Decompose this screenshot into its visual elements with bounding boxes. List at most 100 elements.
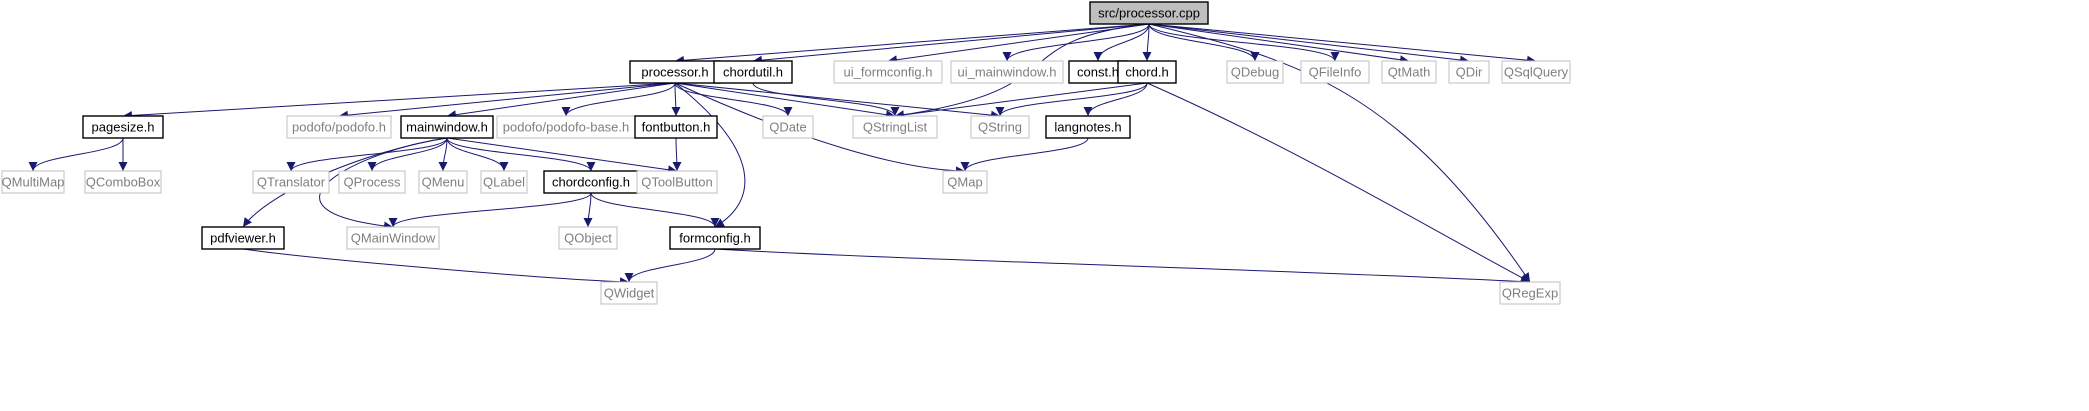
node-box bbox=[1117, 60, 1177, 84]
node-ui_mainwindow_h[interactable]: ui_mainwindow.h bbox=[950, 60, 1064, 84]
node-QWidget[interactable]: QWidget bbox=[600, 281, 658, 305]
node-podofo_base_h[interactable]: podofo/podofo-base.h bbox=[496, 115, 636, 139]
node-label: QToolButton bbox=[641, 175, 713, 190]
node-box bbox=[201, 226, 285, 250]
node-label: processor.h bbox=[641, 65, 708, 80]
edge-processor_h-to-QDate bbox=[674, 82, 793, 117]
node-box bbox=[762, 115, 814, 139]
node-box bbox=[970, 115, 1030, 139]
node-box bbox=[636, 170, 718, 194]
edge-mainwindow_h-to-QMenu bbox=[438, 137, 448, 172]
node-label: QProcess bbox=[343, 175, 401, 190]
edges-layer bbox=[28, 23, 1537, 287]
node-label: ui_formconfig.h bbox=[844, 65, 933, 80]
node-box bbox=[1045, 115, 1131, 139]
node-label: QComboBox bbox=[86, 175, 161, 190]
node-chordutil_h[interactable]: chordutil.h bbox=[713, 60, 793, 84]
edge-mainwindow_h-to-QMainWindow bbox=[319, 137, 448, 231]
node-QLabel[interactable]: QLabel bbox=[480, 170, 528, 194]
node-box bbox=[480, 170, 528, 194]
node-label: chord.h bbox=[1125, 65, 1168, 80]
node-label: pdfviewer.h bbox=[210, 231, 276, 246]
edge-processor_cpp-to-processor_h bbox=[674, 23, 1150, 65]
node-podofo_h[interactable]: podofo/podofo.h bbox=[286, 115, 392, 139]
edge-processor_h-to-podofo_base_h bbox=[561, 82, 676, 117]
node-box bbox=[1499, 281, 1561, 305]
node-label: ui_mainwindow.h bbox=[957, 65, 1056, 80]
edge-pagesize_h-to-QMultiMap bbox=[28, 137, 124, 172]
node-QMenu[interactable]: QMenu bbox=[418, 170, 468, 194]
edge-mainwindow_h-to-QProcess bbox=[367, 137, 448, 172]
edge-processor_cpp-to-ui_formconfig_h bbox=[887, 23, 1150, 65]
node-box bbox=[286, 115, 392, 139]
node-QFileInfo[interactable]: QFileInfo bbox=[1300, 60, 1370, 84]
node-QMainWindow[interactable]: QMainWindow bbox=[346, 226, 440, 250]
node-QDir[interactable]: QDir bbox=[1448, 60, 1490, 84]
edge-chordconfig_h-to-formconfig_h bbox=[590, 192, 720, 228]
node-QProcess[interactable]: QProcess bbox=[338, 170, 406, 194]
node-box bbox=[600, 281, 658, 305]
node-label: QLabel bbox=[483, 175, 525, 190]
node-label: QStringList bbox=[863, 120, 928, 135]
node-label: QObject bbox=[564, 231, 612, 246]
node-QStringList[interactable]: QStringList bbox=[852, 115, 938, 139]
node-ui_formconfig_h[interactable]: ui_formconfig.h bbox=[833, 60, 943, 84]
node-langnotes_h[interactable]: langnotes.h bbox=[1045, 115, 1131, 139]
node-label: fontbutton.h bbox=[642, 120, 711, 135]
node-box bbox=[833, 60, 943, 84]
node-QtMath[interactable]: QtMath bbox=[1381, 60, 1437, 84]
node-QTranslator[interactable]: QTranslator bbox=[252, 170, 330, 194]
node-label: QMap bbox=[947, 175, 982, 190]
node-mainwindow_h[interactable]: mainwindow.h bbox=[400, 115, 494, 139]
edge-mainwindow_h-to-chordconfig_h bbox=[446, 137, 596, 172]
node-box bbox=[400, 115, 494, 139]
node-box bbox=[713, 60, 793, 84]
node-label: QDir bbox=[1456, 65, 1483, 80]
node-QToolButton[interactable]: QToolButton bbox=[636, 170, 718, 194]
node-QComboBox[interactable]: QComboBox bbox=[84, 170, 162, 194]
node-QRegExp[interactable]: QRegExp bbox=[1499, 281, 1561, 305]
edge-processor_h-to-mainwindow_h bbox=[446, 82, 676, 120]
edge-chord_h-to-QString bbox=[995, 82, 1148, 117]
node-pagesize_h[interactable]: pagesize.h bbox=[82, 115, 164, 139]
node-chord_h[interactable]: chord.h bbox=[1117, 60, 1177, 84]
node-chordconfig_h[interactable]: chordconfig.h bbox=[543, 170, 639, 194]
node-formconfig_h[interactable]: formconfig.h bbox=[669, 226, 761, 250]
edge-chordconfig_h-to-QMainWindow bbox=[388, 192, 592, 228]
node-box bbox=[1300, 60, 1370, 84]
node-box bbox=[1, 170, 65, 194]
edge-processor_cpp-to-ui_mainwindow_h bbox=[1002, 23, 1150, 62]
node-box bbox=[942, 170, 988, 194]
edge-mainwindow_h-to-QToolButton bbox=[446, 137, 678, 175]
node-label: podofo/podofo-base.h bbox=[503, 120, 630, 135]
node-pdfviewer_h[interactable]: pdfviewer.h bbox=[201, 226, 285, 250]
node-processor_cpp[interactable]: src/processor.cpp bbox=[1089, 1, 1209, 25]
node-box bbox=[346, 226, 440, 250]
node-label: QtMath bbox=[1388, 65, 1431, 80]
node-label: chordutil.h bbox=[723, 65, 783, 80]
node-label: const.h bbox=[1077, 65, 1119, 80]
edge-processor_h-to-QStringList bbox=[674, 82, 896, 120]
node-box bbox=[950, 60, 1064, 84]
node-QDebug[interactable]: QDebug bbox=[1226, 60, 1284, 84]
node-QDate[interactable]: QDate bbox=[762, 115, 814, 139]
node-QMap[interactable]: QMap bbox=[942, 170, 988, 194]
node-QMultiMap[interactable]: QMultiMap bbox=[1, 170, 65, 194]
node-processor_h[interactable]: processor.h bbox=[629, 60, 721, 84]
edge-processor_cpp-to-QSqlQuery bbox=[1148, 23, 1537, 65]
node-box bbox=[1226, 60, 1284, 84]
node-label: QMainWindow bbox=[351, 231, 436, 246]
node-box bbox=[852, 115, 938, 139]
node-label: QTranslator bbox=[257, 175, 326, 190]
node-QObject[interactable]: QObject bbox=[558, 226, 618, 250]
node-QString[interactable]: QString bbox=[970, 115, 1030, 139]
node-QSqlQuery[interactable]: QSqlQuery bbox=[1501, 60, 1571, 84]
node-box bbox=[1501, 60, 1571, 84]
edge-processor_h-to-QString bbox=[674, 82, 1001, 120]
node-box bbox=[1381, 60, 1437, 84]
node-fontbutton_h[interactable]: fontbutton.h bbox=[634, 115, 718, 139]
node-box bbox=[418, 170, 468, 194]
edge-pdfviewer_h-to-QWidget bbox=[242, 248, 630, 287]
node-label: QFileInfo bbox=[1309, 65, 1362, 80]
node-label: QSqlQuery bbox=[1504, 65, 1569, 80]
